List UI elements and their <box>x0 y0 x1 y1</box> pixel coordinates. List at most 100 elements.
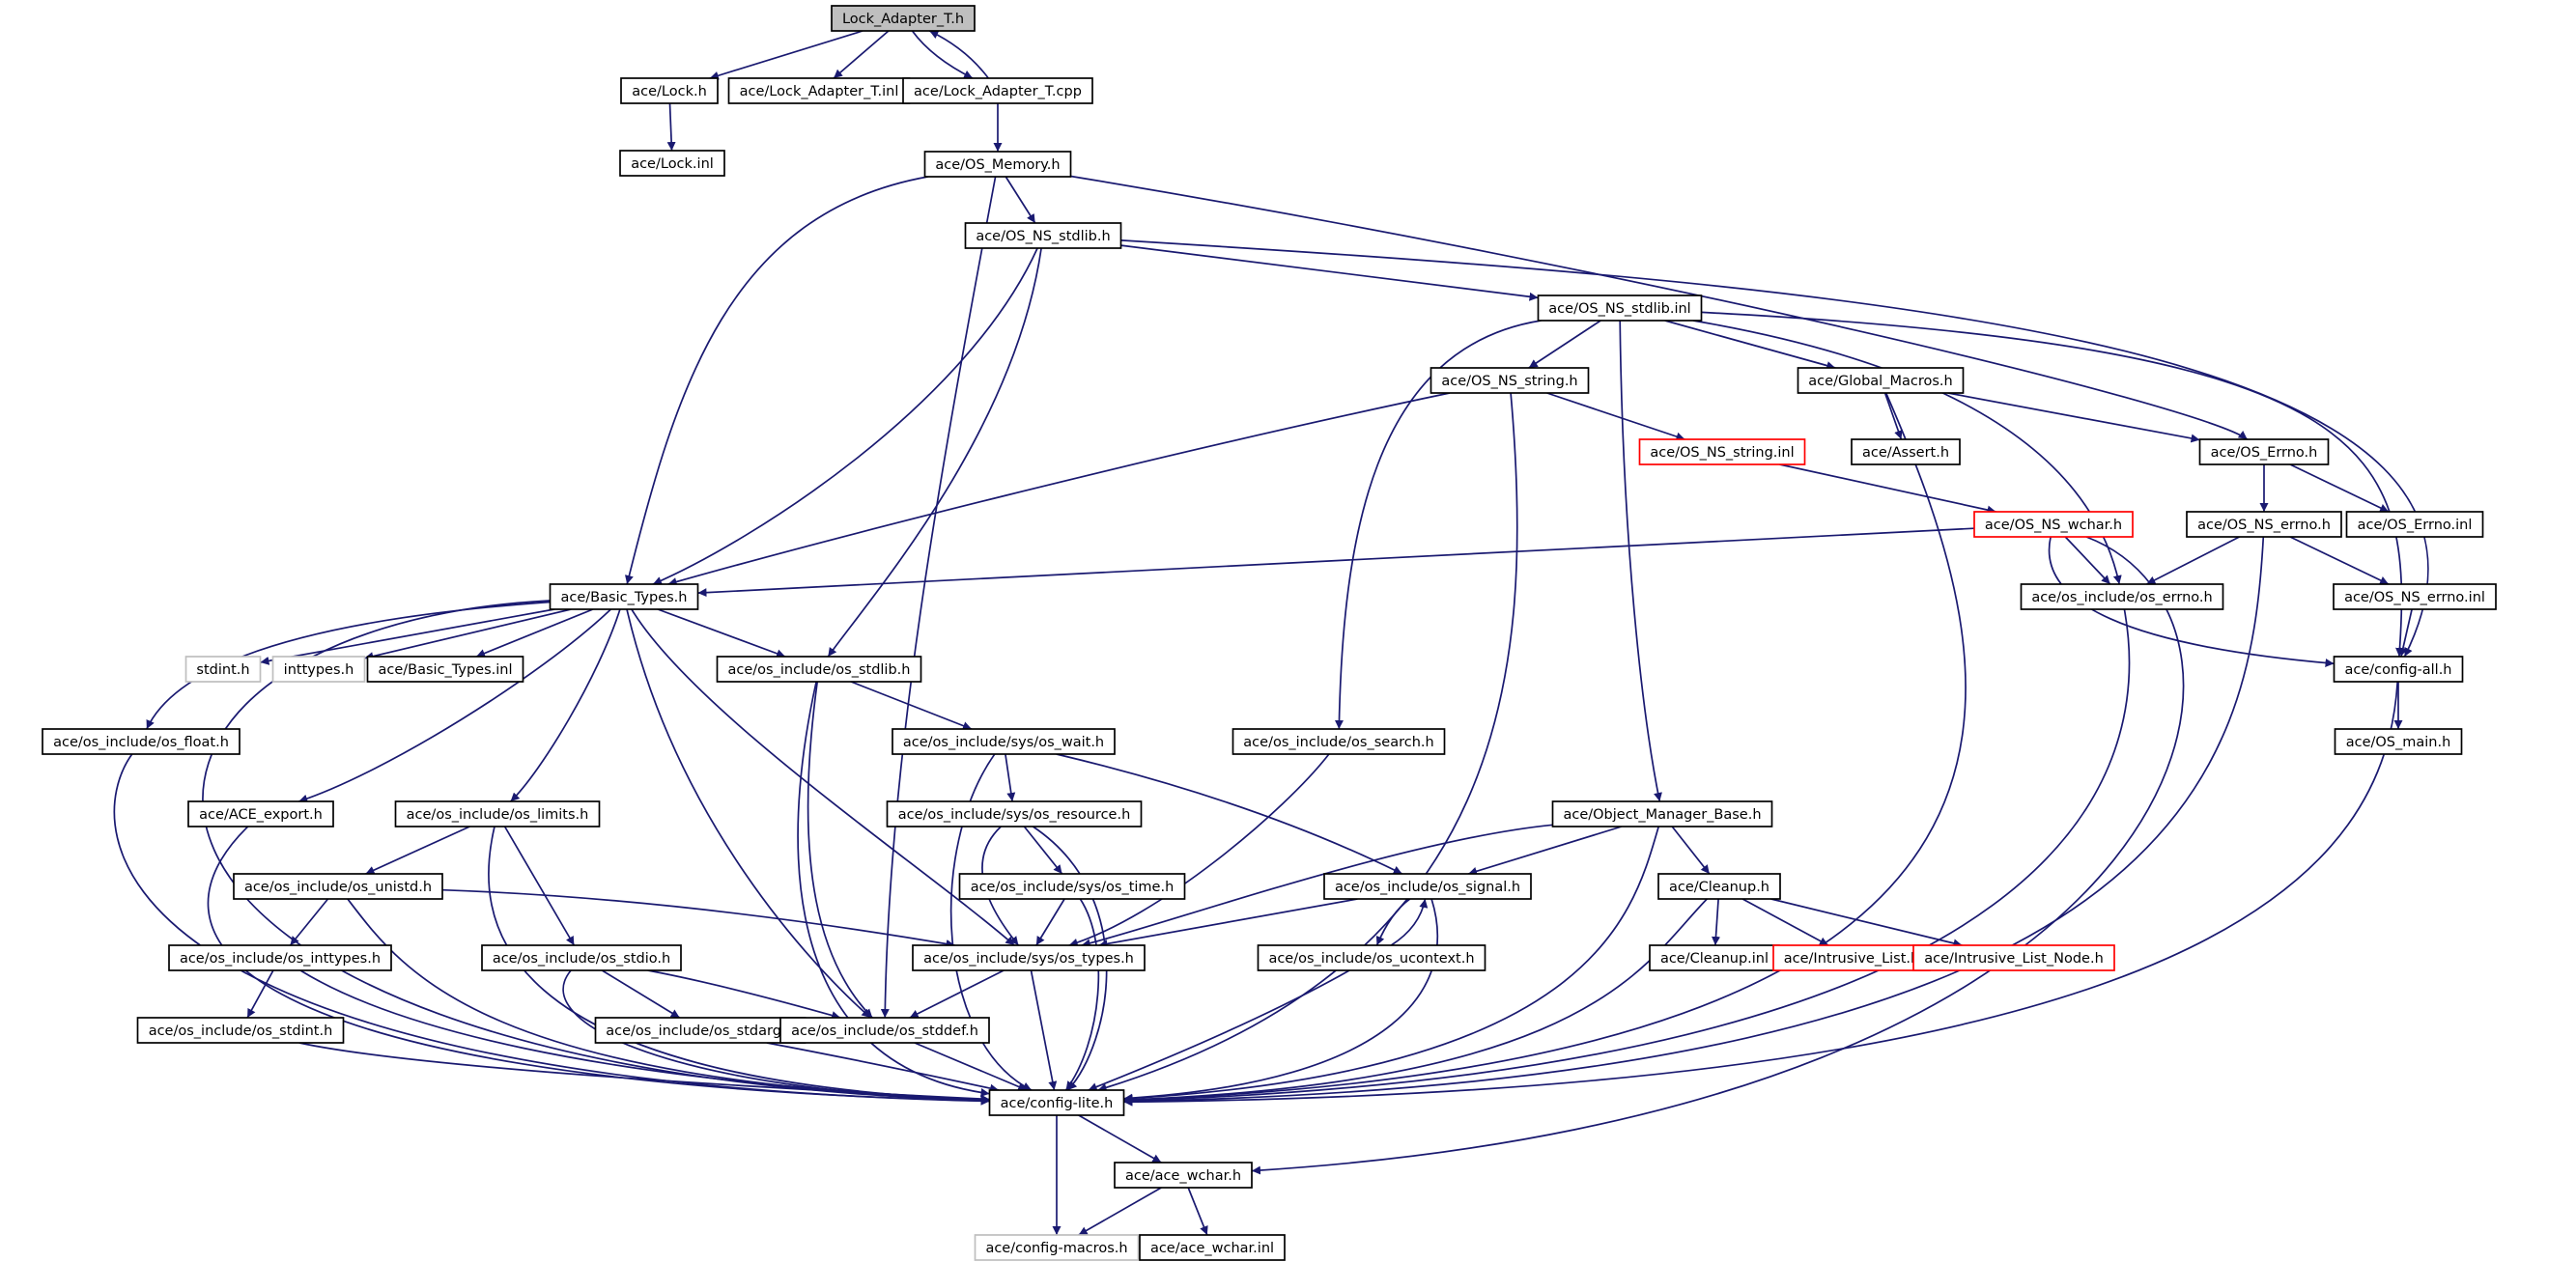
file-node-ace-lock-inl[interactable]: ace/Lock.inl <box>619 150 725 177</box>
file-node-os-ns-wchar-h[interactable]: ace/OS_NS_wchar.h <box>1973 511 2134 538</box>
file-node-stdint-h[interactable]: stdint.h <box>184 656 262 683</box>
file-node-object-manager-base-h[interactable]: ace/Object_Manager_Base.h <box>1551 800 1773 827</box>
file-node-os-main-h[interactable]: ace/OS_main.h <box>2334 728 2463 755</box>
file-node-os-ns-stdlib-inl[interactable]: ace/OS_NS_stdlib.inl <box>1537 294 1703 322</box>
file-node-box <box>831 5 976 32</box>
file-node-os-stdint-h[interactable]: ace/os_include/os_stdint.h <box>136 1017 345 1044</box>
file-node-label: Lock_Adapter_T.h <box>842 12 964 27</box>
file-node-label: ace/Lock_Adapter_T.cpp <box>914 84 1082 99</box>
file-node-label: ace/Intrusive_List_Node.h <box>1924 951 2104 967</box>
edge-lock-adapter-t-h-to-ace-lock-h <box>709 30 863 80</box>
file-node-os-memory-h[interactable]: ace/OS_Memory.h <box>923 151 1072 178</box>
edge-os-include-os-errno-h-to-config-lite-h <box>1123 608 2131 1106</box>
file-node-basic-types-inl[interactable]: ace/Basic_Types.inl <box>366 656 524 683</box>
file-node-os-types-h[interactable]: ace/os_include/sys/os_types.h <box>912 944 1146 971</box>
file-node-os-ucontext-h[interactable]: ace/os_include/os_ucontext.h <box>1257 944 1486 971</box>
file-node-os-float-h[interactable]: ace/os_include/os_float.h <box>42 728 241 755</box>
file-node-box <box>1551 800 1773 827</box>
file-node-os-stddef-h[interactable]: ace/os_include/os_stddef.h <box>779 1017 990 1044</box>
file-node-box <box>912 944 1146 971</box>
edge-basic-types-h-to-stdint-h <box>260 608 555 665</box>
dependency-edges <box>113 30 2429 1236</box>
file-node-label: ace/os_include/os_float.h <box>53 735 229 750</box>
file-node-os-signal-h[interactable]: ace/os_include/os_signal.h <box>1323 873 1532 900</box>
edge-ace-wchar-h-to-ace-wchar-inl <box>1187 1187 1208 1236</box>
file-node-cleanup-inl[interactable]: ace/Cleanup.inl <box>1649 944 1780 971</box>
file-node-label: ace/Cleanup.inl <box>1660 951 1769 967</box>
edge-object-manager-base-h-to-os-signal-h <box>1467 826 1623 876</box>
file-node-label: ace/OS_NS_stdlib.inl <box>1548 301 1690 317</box>
file-node-lock-adapter-t-inl[interactable]: ace/Lock_Adapter_T.inl <box>727 77 911 104</box>
edge-os-stdio-h-to-os-stdarg-h <box>601 969 681 1019</box>
file-node-intrusive-list-h[interactable]: ace/Intrusive_List.h <box>1772 944 1931 971</box>
edge-os-ns-stdlib-inl-to-os-ns-string-h <box>1528 320 1601 369</box>
file-node-lock-adapter-t-cpp[interactable]: ace/Lock_Adapter_T.cpp <box>902 77 1093 104</box>
file-node-intrusive-list-node-h[interactable]: ace/Intrusive_List_Node.h <box>1912 944 2115 971</box>
file-node-config-lite-h[interactable]: ace/config-lite.h <box>988 1089 1125 1116</box>
file-node-label: ace/OS_NS_string.inl <box>1650 445 1794 461</box>
edge-global-macros-h-to-os-errno-h <box>1947 392 2200 443</box>
file-node-os-time-h[interactable]: ace/os_include/sys/os_time.h <box>958 873 1186 900</box>
edge-os-signal-h-to-os-types-h <box>1098 898 1358 948</box>
edge-os-unistd-h-to-config-lite-h <box>347 898 990 1105</box>
edge-os-ns-stdlib-inl-to-os-search-h <box>1334 320 1542 730</box>
file-node-os-include-os-errno-h[interactable]: ace/os_include/os_errno.h <box>2020 583 2224 610</box>
file-node-os-limits-h[interactable]: ace/os_include/os_limits.h <box>394 800 601 827</box>
edge-os-types-h-to-os-stddef-h <box>909 969 1005 1019</box>
file-node-os-ns-string-h[interactable]: ace/OS_NS_string.h <box>1430 367 1590 394</box>
file-node-os-errno-inl[interactable]: ace/OS_Errno.inl <box>2345 511 2484 538</box>
file-node-os-ns-stdlib-h[interactable]: ace/OS_NS_stdlib.h <box>964 222 1122 249</box>
edge-cleanup-h-to-config-lite-h <box>1123 898 1708 1105</box>
file-node-box <box>271 656 366 683</box>
file-node-label: ace/os_include/os_stdarg.h <box>606 1024 794 1039</box>
file-node-config-macros-h[interactable]: ace/config-macros.h <box>974 1234 1140 1261</box>
edge-os-stdlib-h-to-os-stddef-h <box>807 681 873 1019</box>
edge-os-memory-h-to-os-ns-stdlib-h <box>1005 176 1036 224</box>
file-node-label: ace/os_include/os_ucontext.h <box>1268 951 1474 967</box>
file-node-os-stdarg-h[interactable]: ace/os_include/os_stdarg.h <box>594 1017 807 1044</box>
file-node-os-wait-h[interactable]: ace/os_include/sys/os_wait.h <box>892 728 1116 755</box>
file-node-ace-wchar-h[interactable]: ace/ace_wchar.h <box>1114 1162 1253 1189</box>
edge-config-all-h-to-config-lite-h <box>1123 681 2399 1107</box>
file-node-os-errno-h[interactable]: ace/OS_Errno.h <box>2198 438 2330 465</box>
edge-os-ns-wchar-h-to-basic-types-h <box>697 527 1975 598</box>
file-node-box <box>2333 583 2497 610</box>
file-node-label: ace/os_include/os_errno.h <box>2031 590 2212 605</box>
edge-basic-types-h-to-os-limits-h <box>510 608 621 802</box>
file-node-assert-h[interactable]: ace/Assert.h <box>1851 438 1961 465</box>
file-node-os-ns-errno-h[interactable]: ace/OS_NS_errno.h <box>2186 511 2342 538</box>
file-node-ace-wchar-inl[interactable]: ace/ace_wchar.inl <box>1139 1234 1286 1261</box>
file-node-os-resource-h[interactable]: ace/os_include/sys/os_resource.h <box>886 800 1143 827</box>
file-node-label: ace/os_include/os_limits.h <box>407 807 589 823</box>
file-node-global-macros-h[interactable]: ace/Global_Macros.h <box>1797 367 1965 394</box>
edge-os-ns-wchar-h-to-config-all-h <box>2048 536 2335 668</box>
file-node-label: ace/Lock_Adapter_T.inl <box>740 84 899 99</box>
file-node-box <box>1114 1162 1253 1189</box>
file-node-label: ace/OS_NS_stdlib.h <box>976 229 1110 244</box>
edge-ace-export-h-to-config-lite-h <box>207 826 990 1106</box>
file-node-box <box>1912 944 2115 971</box>
file-node-os-stdlib-h[interactable]: ace/os_include/os_stdlib.h <box>716 656 922 683</box>
file-node-os-ns-string-inl[interactable]: ace/OS_NS_string.inl <box>1638 438 1806 465</box>
edge-cleanup-h-to-intrusive-list-h <box>1741 898 1829 946</box>
file-node-label: inttypes.h <box>284 662 354 678</box>
file-node-box <box>974 1234 1140 1261</box>
file-node-label: ace/os_include/os_search.h <box>1243 735 1433 750</box>
file-node-lock-adapter-t-h[interactable]: Lock_Adapter_T.h <box>831 5 976 32</box>
file-node-ace-lock-h[interactable]: ace/Lock.h <box>620 77 719 104</box>
file-node-os-inttypes-h[interactable]: ace/os_include/os_inttypes.h <box>168 944 392 971</box>
file-node-label: ace/config-all.h <box>2344 662 2451 678</box>
file-node-os-unistd-h[interactable]: ace/os_include/os_unistd.h <box>233 873 443 900</box>
file-node-cleanup-h[interactable]: ace/Cleanup.h <box>1657 873 1781 900</box>
file-node-ace-export-h[interactable]: ace/ACE_export.h <box>187 800 334 827</box>
file-node-os-stdio-h[interactable]: ace/os_include/os_stdio.h <box>481 944 682 971</box>
edge-os-ns-wchar-h-to-ace-wchar-h <box>1251 536 2185 1175</box>
file-node-box <box>2198 438 2330 465</box>
file-node-inttypes-h[interactable]: inttypes.h <box>271 656 366 683</box>
file-node-config-all-h[interactable]: ace/config-all.h <box>2333 656 2464 683</box>
edge-ace-lock-h-to-ace-lock-inl <box>666 102 676 152</box>
edge-os-ucontext-h-to-config-lite-h <box>1088 969 1350 1091</box>
file-node-basic-types-h[interactable]: ace/Basic_Types.h <box>549 583 699 610</box>
file-node-os-ns-errno-inl[interactable]: ace/OS_NS_errno.inl <box>2333 583 2497 610</box>
file-node-os-search-h[interactable]: ace/os_include/os_search.h <box>1231 728 1446 755</box>
